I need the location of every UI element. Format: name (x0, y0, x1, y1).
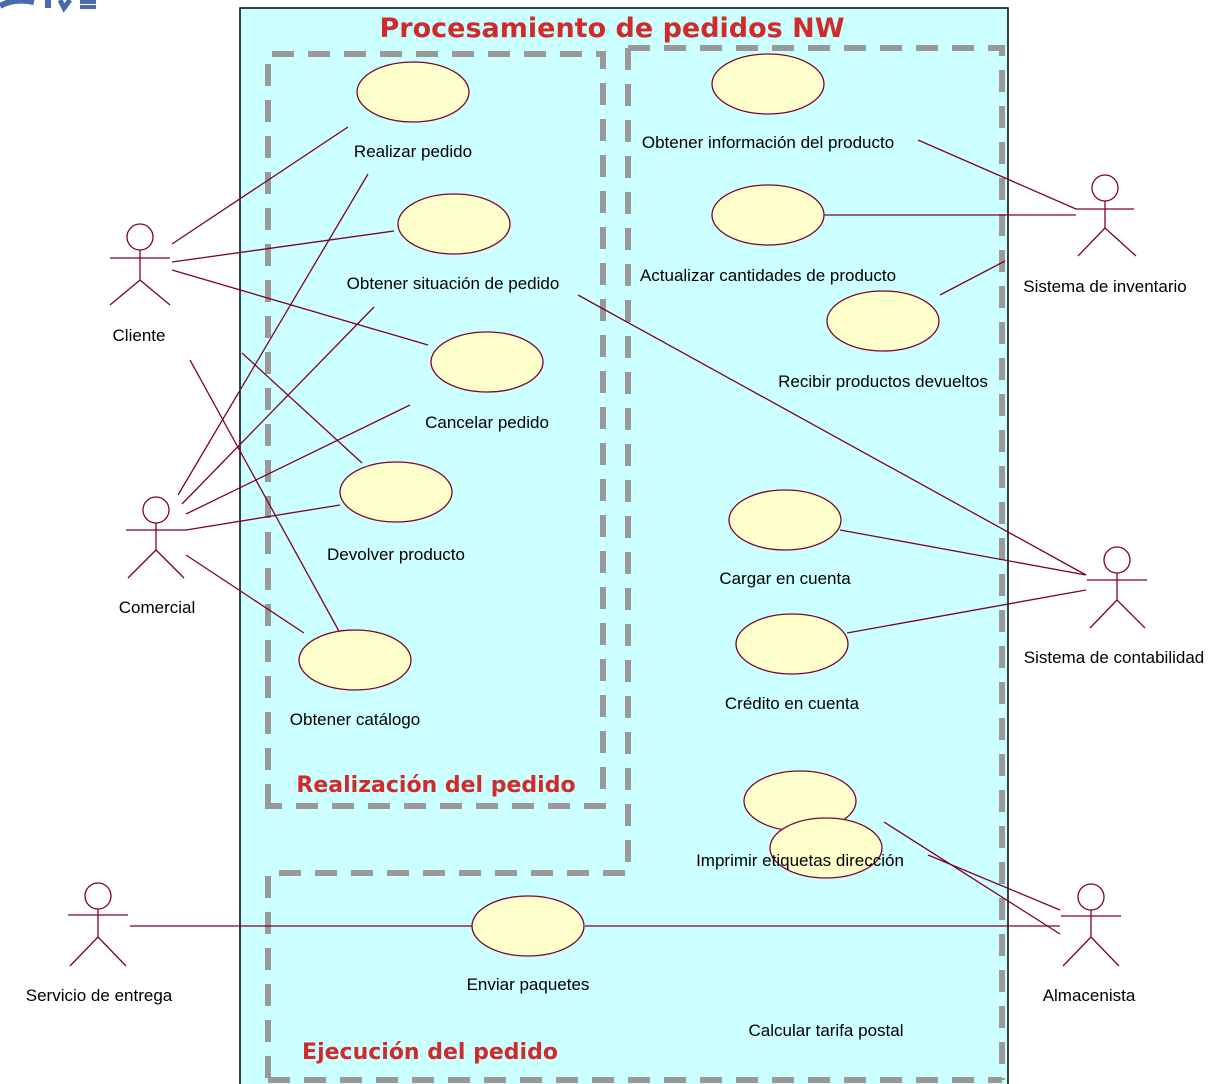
actor-comercial-label: Comercial (119, 598, 196, 617)
assoc-comercial-realizar (177, 173, 369, 496)
assoc-recibir-inventario (939, 260, 1006, 296)
actor-almacenista-label: Almacenista (1043, 986, 1136, 1005)
usecase-cargar-cuenta-label: Cargar en cuenta (719, 569, 851, 588)
actors (68, 174, 1147, 967)
usecase-recibir-devueltos-label: Recibir productos devueltos (778, 372, 988, 391)
assoc-cliente-catalogo (189, 359, 341, 634)
actor-sistema-contabilidad-figure (1087, 546, 1147, 629)
assoc-tarifa-almacenista (883, 821, 1061, 935)
package-realizacion-boundary (265, 51, 606, 809)
assoc-cliente-situacion (171, 230, 395, 263)
actor-cliente-figure (109, 223, 171, 306)
assoc-cliente-realizar (171, 126, 349, 245)
actor-sistema-contabilidad-label: Sistema de contabilidad (1024, 648, 1205, 667)
usecase-obtener-situacion (397, 193, 511, 255)
usecase-realizar-pedido-label: Realizar pedido (354, 142, 472, 161)
actor-comercial-figure (126, 496, 186, 579)
usecase-enviar-paquetes-label: Enviar paquetes (467, 975, 590, 994)
package-ejecucion-boundary (265, 45, 1005, 1083)
usecase-obtener-catalogo-label: Obtener catálogo (290, 710, 420, 729)
actor-servicio-entrega-label: Servicio de entrega (26, 986, 173, 1005)
usecase-cancelar-pedido (430, 331, 544, 393)
usecase-actualizar-cantidades-label: Actualizar cantidades de producto (640, 266, 896, 285)
usecase-imprimir-etiquetas-label: Imprimir etiquetas dirección (696, 851, 904, 870)
usecase-cargar-cuenta (728, 489, 842, 551)
actor-cliente-label: Cliente (113, 326, 166, 345)
assoc-credito-contabilidad (846, 589, 1087, 634)
usecase-obtener-catalogo (298, 629, 412, 691)
usecase-obtener-info (711, 53, 825, 115)
assoc-cargar-contabilidad (839, 529, 1087, 576)
assoc-comercial-cancelar (185, 404, 411, 515)
usecase-devolver-producto-label: Devolver producto (327, 545, 465, 564)
usecase-credito-cuenta-label: Crédito en cuenta (725, 694, 860, 713)
assoc-comercial-catalogo (185, 554, 305, 634)
usecase-cancelar-pedido-label: Cancelar pedido (425, 413, 549, 432)
usecase-credito-cuenta (735, 613, 849, 675)
usecase-enviar-paquetes (471, 895, 585, 957)
usecase-recibir-devueltos (826, 290, 940, 352)
usecase-calcular-tarifa-label: Calcular tarifa postal (749, 1021, 904, 1040)
associations (130, 126, 1087, 935)
assoc-situacion-contabilidad (577, 294, 1087, 576)
assoc-comercial-devolver (185, 504, 341, 531)
usecase-obtener-info-label: Obtener información del producto (642, 133, 894, 152)
actor-sistema-inventario-figure (1076, 174, 1137, 257)
usecase-realizar-pedido (356, 61, 470, 123)
package-ejecucion-title: Ejecución del pedido (302, 1040, 558, 1065)
actor-almacenista-figure (1061, 883, 1121, 967)
logo-fragment (0, 0, 96, 13)
system-boundary (239, 7, 1009, 1084)
assoc-comercial-situacion (181, 306, 375, 505)
assoc-cliente-devolver (241, 352, 363, 464)
assoc-cliente-cancelar (171, 269, 429, 346)
package-realizacion-title: Realización del pedido (296, 773, 575, 798)
system-title: Procesamiento de pedidos NW (379, 13, 844, 44)
usecase-actualizar-cantidades (711, 184, 825, 246)
usecase-calcular-tarifa (769, 817, 883, 879)
actor-servicio-entrega-figure (68, 882, 128, 967)
assoc-info-inventario (917, 139, 1077, 210)
usecase-obtener-situacion-label: Obtener situación de pedido (347, 274, 560, 293)
usecase-ellipses (298, 53, 940, 957)
actor-sistema-inventario-label: Sistema de inventario (1023, 277, 1186, 296)
usecase-devolver-producto (339, 461, 453, 523)
